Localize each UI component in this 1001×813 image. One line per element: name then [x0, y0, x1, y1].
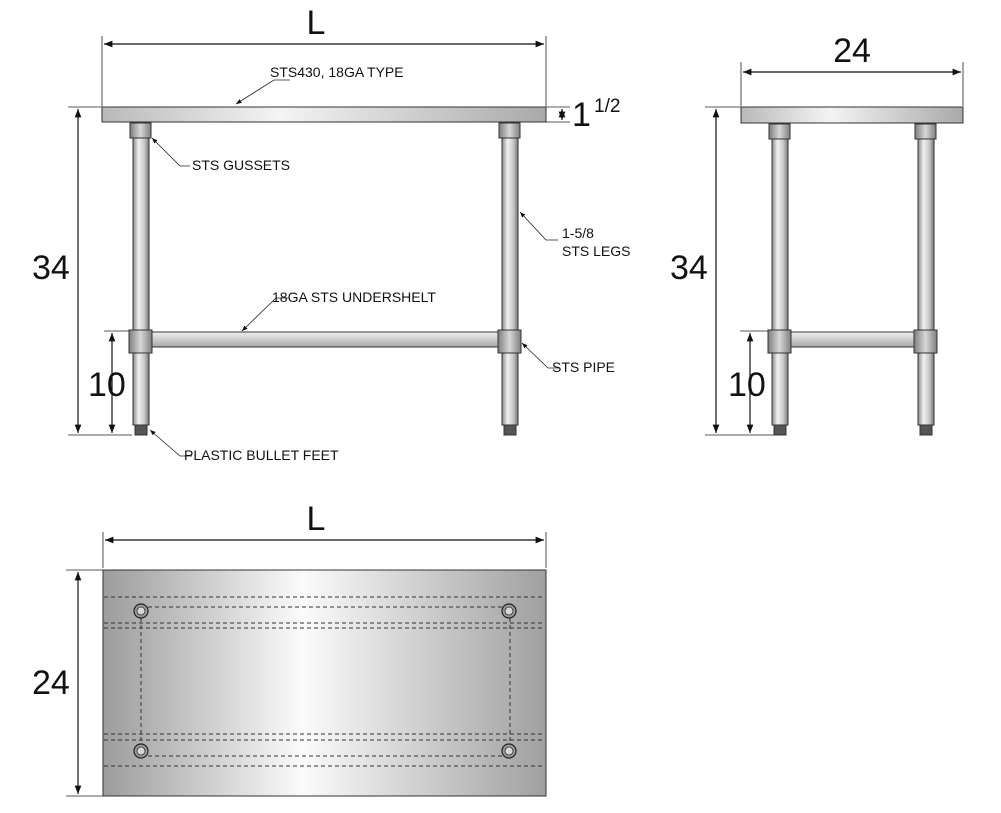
- callout-undershelf-leader: [241, 297, 288, 332]
- side-height-label: 34: [670, 249, 708, 287]
- callout-gussets-leader: [151, 137, 190, 167]
- top-leg-front-right-inner: [504, 606, 514, 616]
- side-right-leg: [917, 138, 935, 426]
- callout-pipe: STS PIPE: [552, 359, 615, 375]
- front-length-label: L: [307, 4, 326, 42]
- callout-feet: PLASTIC BULLET FEET: [184, 447, 339, 463]
- front-left-pipe-clamp: [128, 329, 153, 354]
- callout-feet-leader: [149, 429, 192, 457]
- front-table-top: [101, 106, 547, 123]
- top-length-label: L: [307, 500, 326, 538]
- side-right-gusset: [914, 123, 937, 140]
- callout-legs-leader: [519, 211, 558, 241]
- front-right-pipe-clamp: [497, 329, 522, 354]
- side-depth-label: 24: [833, 32, 871, 70]
- top-leg-markers: [133, 603, 517, 759]
- thickness-fraction: 1/2: [594, 96, 620, 117]
- front-undershelf-height-label: 10: [88, 366, 126, 404]
- callout-top: STS430, 18GA TYPE: [270, 64, 404, 80]
- side-left-gusset: [768, 123, 791, 140]
- callout-gussets: STS GUSSETS: [192, 157, 290, 173]
- top-leg-back-left-inner: [136, 746, 146, 756]
- front-height-label: 34: [32, 249, 70, 287]
- side-right-foot: [919, 424, 933, 436]
- front-left-gusset: [129, 122, 152, 139]
- thickness-label: 1: [572, 96, 591, 134]
- callout-top-leader: [235, 79, 290, 105]
- top-leg-back-right-inner: [504, 746, 514, 756]
- side-view: 24 34 10: [670, 32, 964, 436]
- front-right-foot: [503, 424, 517, 436]
- side-undershelf: [789, 331, 917, 348]
- side-left-pipe-clamp: [767, 329, 792, 354]
- front-left-foot: [134, 424, 148, 436]
- side-right-pipe-clamp: [913, 329, 938, 354]
- front-undershelf: [149, 331, 501, 348]
- callout-legs-line1: 1-5/8: [562, 225, 594, 241]
- top-plate: [102, 569, 547, 797]
- side-table-top: [740, 106, 964, 124]
- front-right-leg: [501, 137, 519, 426]
- callout-legs-line2: STS LEGS: [562, 243, 630, 259]
- callout-pipe-leader: [521, 342, 560, 369]
- top-view: L 24: [32, 500, 547, 797]
- side-left-leg: [771, 138, 789, 426]
- front-left-leg: [132, 137, 150, 426]
- side-undershelf-height-label: 10: [728, 366, 766, 404]
- front-right-gusset: [498, 122, 521, 139]
- callout-undershelf: 18GA STS UNDERSHELT: [272, 289, 436, 305]
- front-view: L 1 1/2 34 10 STS430, 18G: [32, 4, 630, 463]
- side-left-foot: [773, 424, 787, 436]
- top-depth-label: 24: [32, 664, 70, 702]
- top-leg-front-left-inner: [136, 606, 146, 616]
